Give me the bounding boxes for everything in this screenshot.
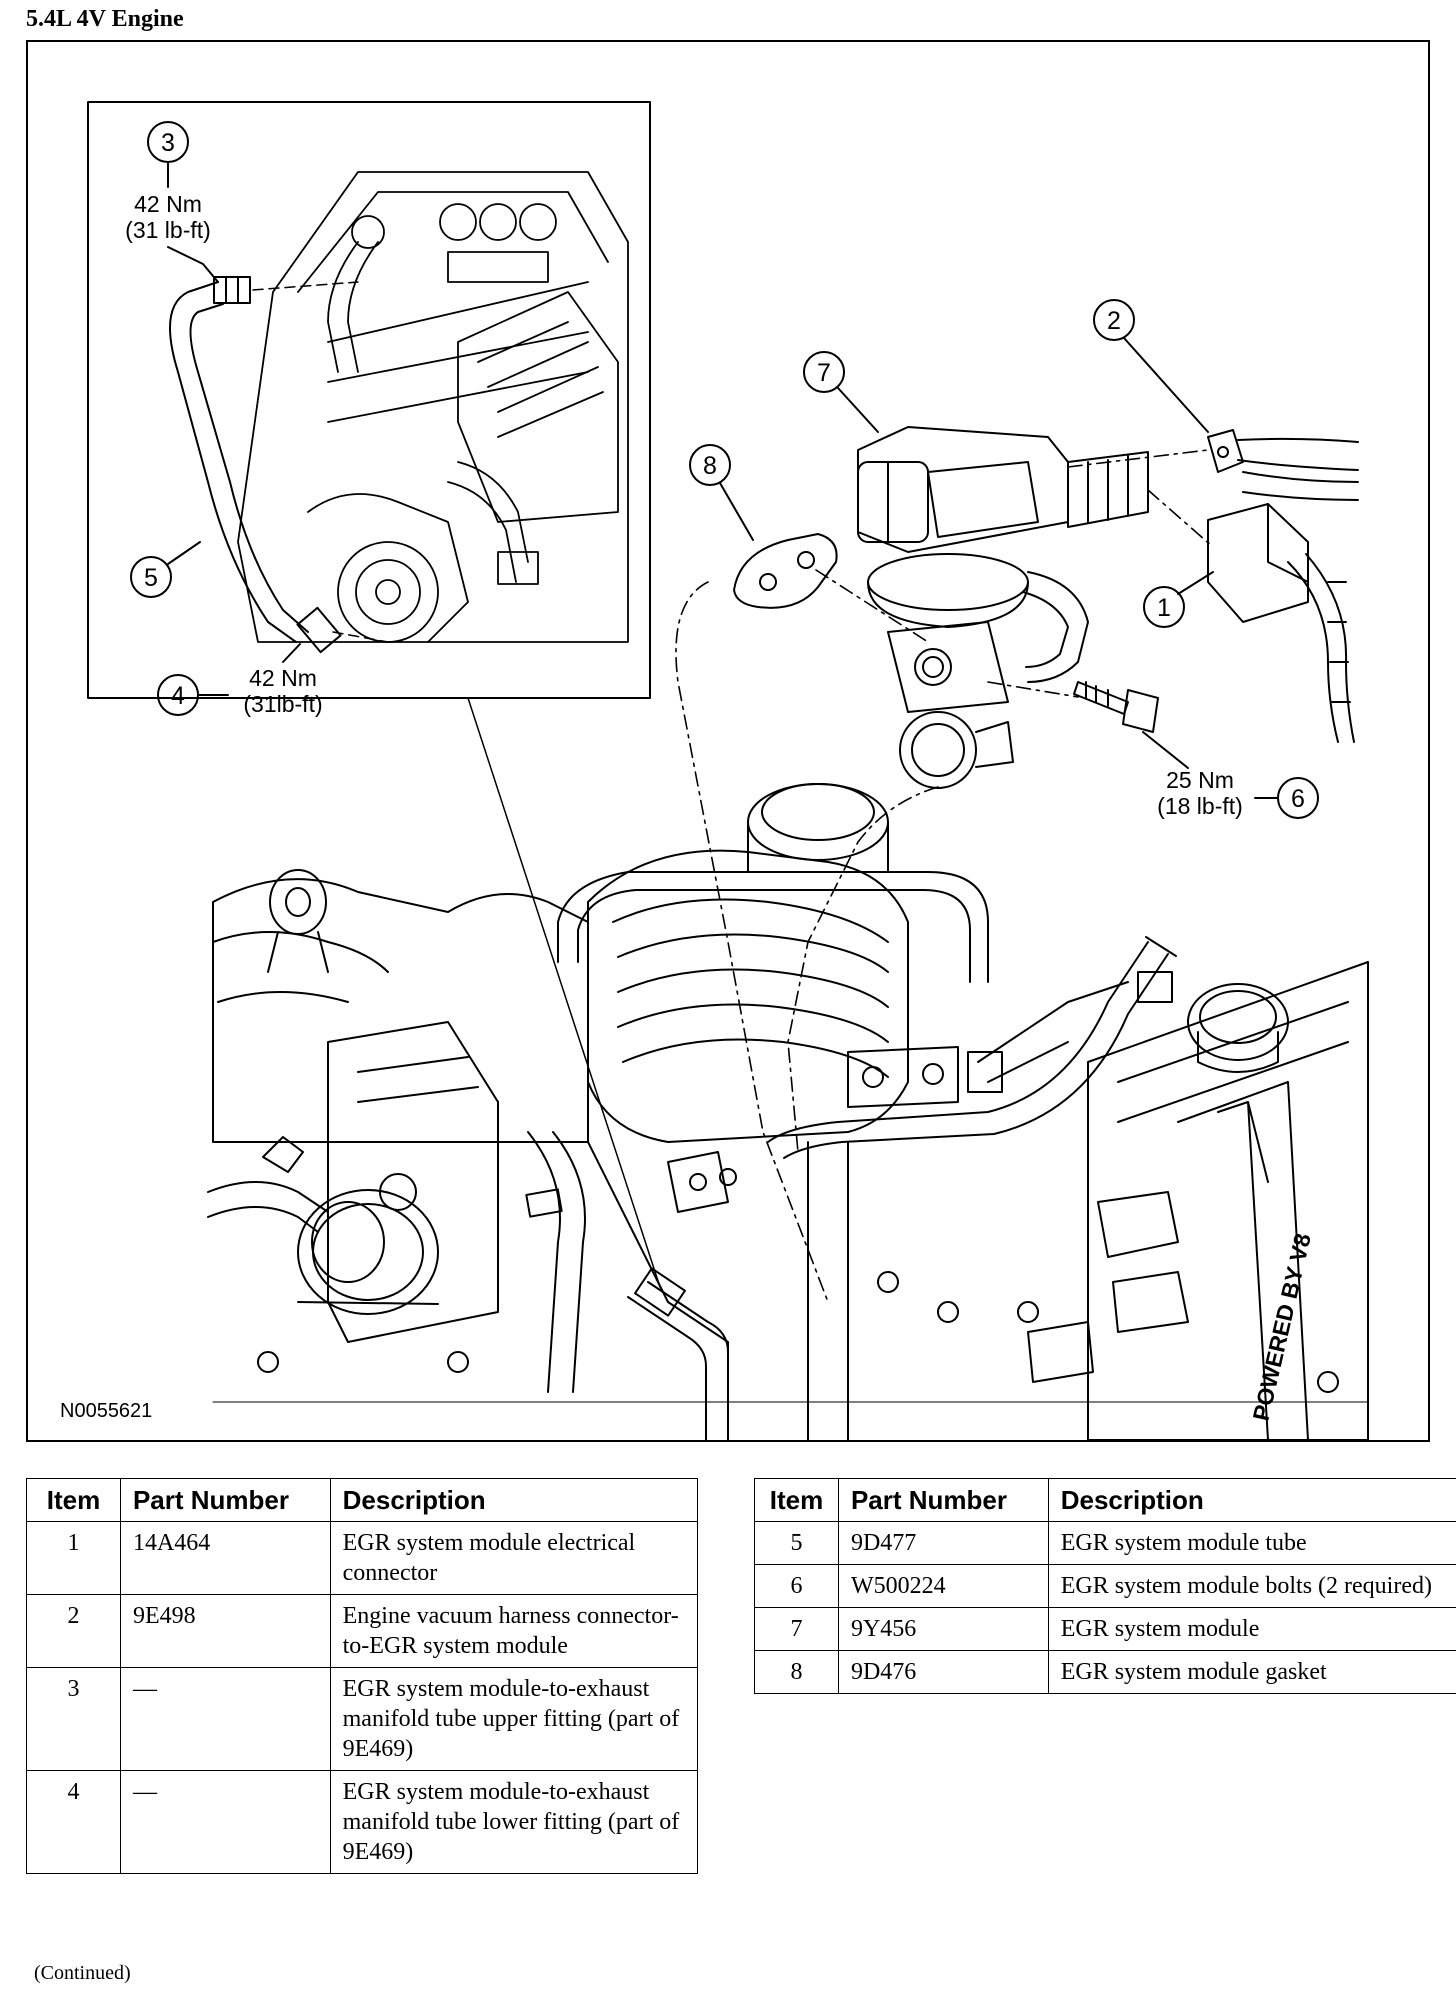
item-cell: 7 [754, 1607, 839, 1651]
engine-diagram: POWERED BY V8 [87, 101, 1369, 1440]
description-cell: EGR system module electrical connector [329, 1521, 699, 1595]
description-cell: EGR system module-to-exhaust manifold tu… [329, 1770, 699, 1874]
electrical-connector [1207, 503, 1355, 743]
egr-tube-inset [169, 276, 342, 654]
inset-engine-illustration [237, 171, 629, 643]
item-cell: 2 [26, 1594, 121, 1668]
callout-5: 5 [130, 541, 201, 598]
svg-text:2: 2 [1107, 307, 1121, 335]
svg-text:42 Nm: 42 Nm [134, 191, 202, 217]
svg-text:1: 1 [1157, 594, 1171, 622]
item-cell: 3 [26, 1667, 121, 1771]
callout-6: 6 25 Nm (18 lb-ft) [1142, 731, 1319, 819]
description-cell: Engine vacuum harness connector-to-EGR s… [329, 1594, 699, 1668]
table-row: 1 14A464 EGR system module electrical co… [26, 1521, 699, 1595]
part-number-cell: — [119, 1667, 331, 1771]
table-row: 8 9D476 EGR system module gasket [754, 1650, 1456, 1694]
header-part-number: Part Number [837, 1478, 1049, 1522]
description-cell: EGR system module bolts (2 required) [1047, 1564, 1456, 1608]
svg-text:(31 lb-ft): (31 lb-ft) [125, 217, 211, 243]
vacuum-harness-connector [1207, 429, 1359, 501]
callout-3: 3 42 Nm (31 lb-ft) [125, 121, 219, 283]
table-header-row: Item Part Number Description [754, 1478, 1456, 1522]
part-number-cell: 9D476 [837, 1650, 1049, 1694]
table-row: 5 9D477 EGR system module tube [754, 1521, 1456, 1565]
part-number-cell: W500224 [837, 1564, 1049, 1608]
callout-2: 2 [1093, 299, 1209, 433]
egr-gasket [733, 533, 838, 609]
assembly-lines [675, 449, 1214, 1303]
table-row: 6 W500224 EGR system module bolts (2 req… [754, 1564, 1456, 1608]
part-number-cell: 9Y456 [837, 1607, 1049, 1651]
header-item: Item [26, 1478, 121, 1522]
table-header-row: Item Part Number Description [26, 1478, 699, 1522]
engine-illustration: POWERED BY V8 [207, 783, 1369, 1440]
svg-text:(31lb-ft): (31lb-ft) [243, 691, 322, 717]
egr-module-exploded [857, 426, 1149, 789]
svg-text:4: 4 [171, 682, 185, 710]
callout-7: 7 [803, 351, 879, 433]
description-cell: EGR system module-to-exhaust manifold tu… [329, 1667, 699, 1771]
part-number-cell: — [119, 1770, 331, 1874]
part-number-cell: 9D477 [837, 1521, 1049, 1565]
description-cell: EGR system module [1047, 1607, 1456, 1651]
lower-fitting [296, 606, 342, 654]
inset-frame [87, 101, 651, 699]
item-cell: 6 [754, 1564, 839, 1608]
table-row: 2 9E498 Engine vacuum harness connector-… [26, 1594, 699, 1668]
description-cell: EGR system module gasket [1047, 1650, 1456, 1694]
item-cell: 4 [26, 1770, 121, 1874]
callout-4: 4 42 Nm (31lb-ft) [157, 643, 323, 717]
svg-text:5: 5 [144, 564, 158, 592]
table-row: 7 9Y456 EGR system module [754, 1607, 1456, 1651]
svg-text:3: 3 [161, 129, 175, 157]
parts-table-right: Item Part Number Description 5 9D477 EGR… [754, 1478, 1456, 1694]
table-row: 4 — EGR system module-to-exhaust manifol… [26, 1770, 699, 1874]
item-cell: 1 [26, 1521, 121, 1595]
callout-1: 1 [1143, 571, 1214, 628]
part-number-cell: 14A464 [119, 1521, 331, 1595]
svg-text:42 Nm: 42 Nm [249, 665, 317, 691]
svg-text:8: 8 [703, 452, 717, 480]
page-title: 5.4L 4V Engine [26, 6, 184, 32]
figure-frame: POWERED BY V8 [26, 40, 1430, 1442]
svg-text:6: 6 [1291, 785, 1305, 813]
svg-text:25 Nm: 25 Nm [1166, 767, 1234, 793]
parts-table-left: Item Part Number Description 1 14A464 EG… [26, 1478, 699, 1874]
header-description: Description [329, 1478, 699, 1522]
header-item: Item [754, 1478, 839, 1522]
description-cell: EGR system module tube [1047, 1521, 1456, 1565]
upper-fitting [213, 276, 251, 304]
egr-module-bolt [1073, 681, 1159, 733]
header-description: Description [1047, 1478, 1456, 1522]
item-cell: 8 [754, 1650, 839, 1694]
callout-8: 8 [689, 444, 754, 541]
part-number-cell: 9E498 [119, 1594, 331, 1668]
svg-text:7: 7 [817, 359, 831, 387]
table-row: 3 — EGR system module-to-exhaust manifol… [26, 1667, 699, 1771]
item-cell: 5 [754, 1521, 839, 1565]
svg-text:(18 lb-ft): (18 lb-ft) [1157, 793, 1243, 819]
continued-note: (Continued) [34, 1962, 131, 1984]
figure-id: N0055621 [60, 1400, 153, 1422]
header-part-number: Part Number [119, 1478, 331, 1522]
